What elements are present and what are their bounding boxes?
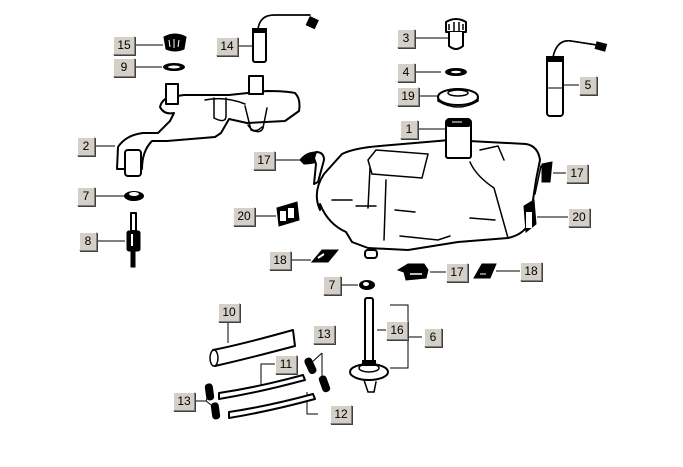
part-16-pickup-tube [364,297,374,365]
part-9-gasket [163,63,185,71]
part-17c-rubber-pad [396,263,429,281]
callout-2[interactable]: 2 [77,137,95,156]
callout-1[interactable]: 1 [400,120,418,139]
callout-14[interactable]: 14 [216,37,238,56]
part-7a-clamp [124,191,144,201]
part-6-fuel-tap [349,360,389,393]
part-1-main-tank [315,118,541,259]
callout-16[interactable]: 16 [386,321,408,340]
callout-18a[interactable]: 18 [269,251,291,270]
callout-17a[interactable]: 17 [253,151,275,170]
part-13-hose-clips [204,357,331,420]
part-11-hose [218,374,306,400]
part-18a-pad [310,249,340,263]
callout-12[interactable]: 12 [330,405,352,424]
callout-18b[interactable]: 18 [520,262,542,281]
part-4-o-ring [445,68,467,76]
callout-19[interactable]: 19 [397,87,419,106]
callout-4[interactable]: 4 [397,63,415,82]
callout-20b[interactable]: 20 [568,208,590,227]
callout-7b[interactable]: 7 [323,276,341,295]
callout-17b[interactable]: 17 [566,164,588,183]
callout-6[interactable]: 6 [424,328,442,347]
part-7b-clamp [359,280,375,290]
leader-11 [260,363,276,385]
callout-20a[interactable]: 20 [233,207,255,226]
part-18b-pad [473,263,497,279]
callout-13a[interactable]: 13 [173,392,195,411]
callout-7a[interactable]: 7 [77,187,95,206]
callout-8[interactable]: 8 [79,232,97,251]
part-15-filler-cap [163,33,187,52]
callout-15[interactable]: 15 [113,36,135,55]
callout-17c[interactable]: 17 [446,263,468,282]
callout-13b[interactable]: 13 [313,325,335,344]
callout-3[interactable]: 3 [397,29,415,48]
part-20b-mount-block [523,199,537,233]
callout-5[interactable]: 5 [579,76,597,95]
part-12-hose [228,393,316,419]
part-3-tank-cap [445,18,467,50]
part-5-fuel-gauge-sender [546,40,608,117]
part-8-fuel-valve [126,212,141,268]
leader-lines [96,37,579,415]
part-19-seal-ring [437,88,479,108]
part-17a-rubber-pad [299,151,325,185]
part-2-upper-tank [116,75,301,177]
part-14-level-sender [252,14,319,63]
callout-10[interactable]: 10 [218,303,240,322]
part-17b-rubber-pad [534,161,553,195]
part-20a-mount-block [276,201,300,227]
callout-11[interactable]: 11 [275,355,297,374]
callout-9[interactable]: 9 [113,58,135,77]
part-10-hose [209,329,296,367]
